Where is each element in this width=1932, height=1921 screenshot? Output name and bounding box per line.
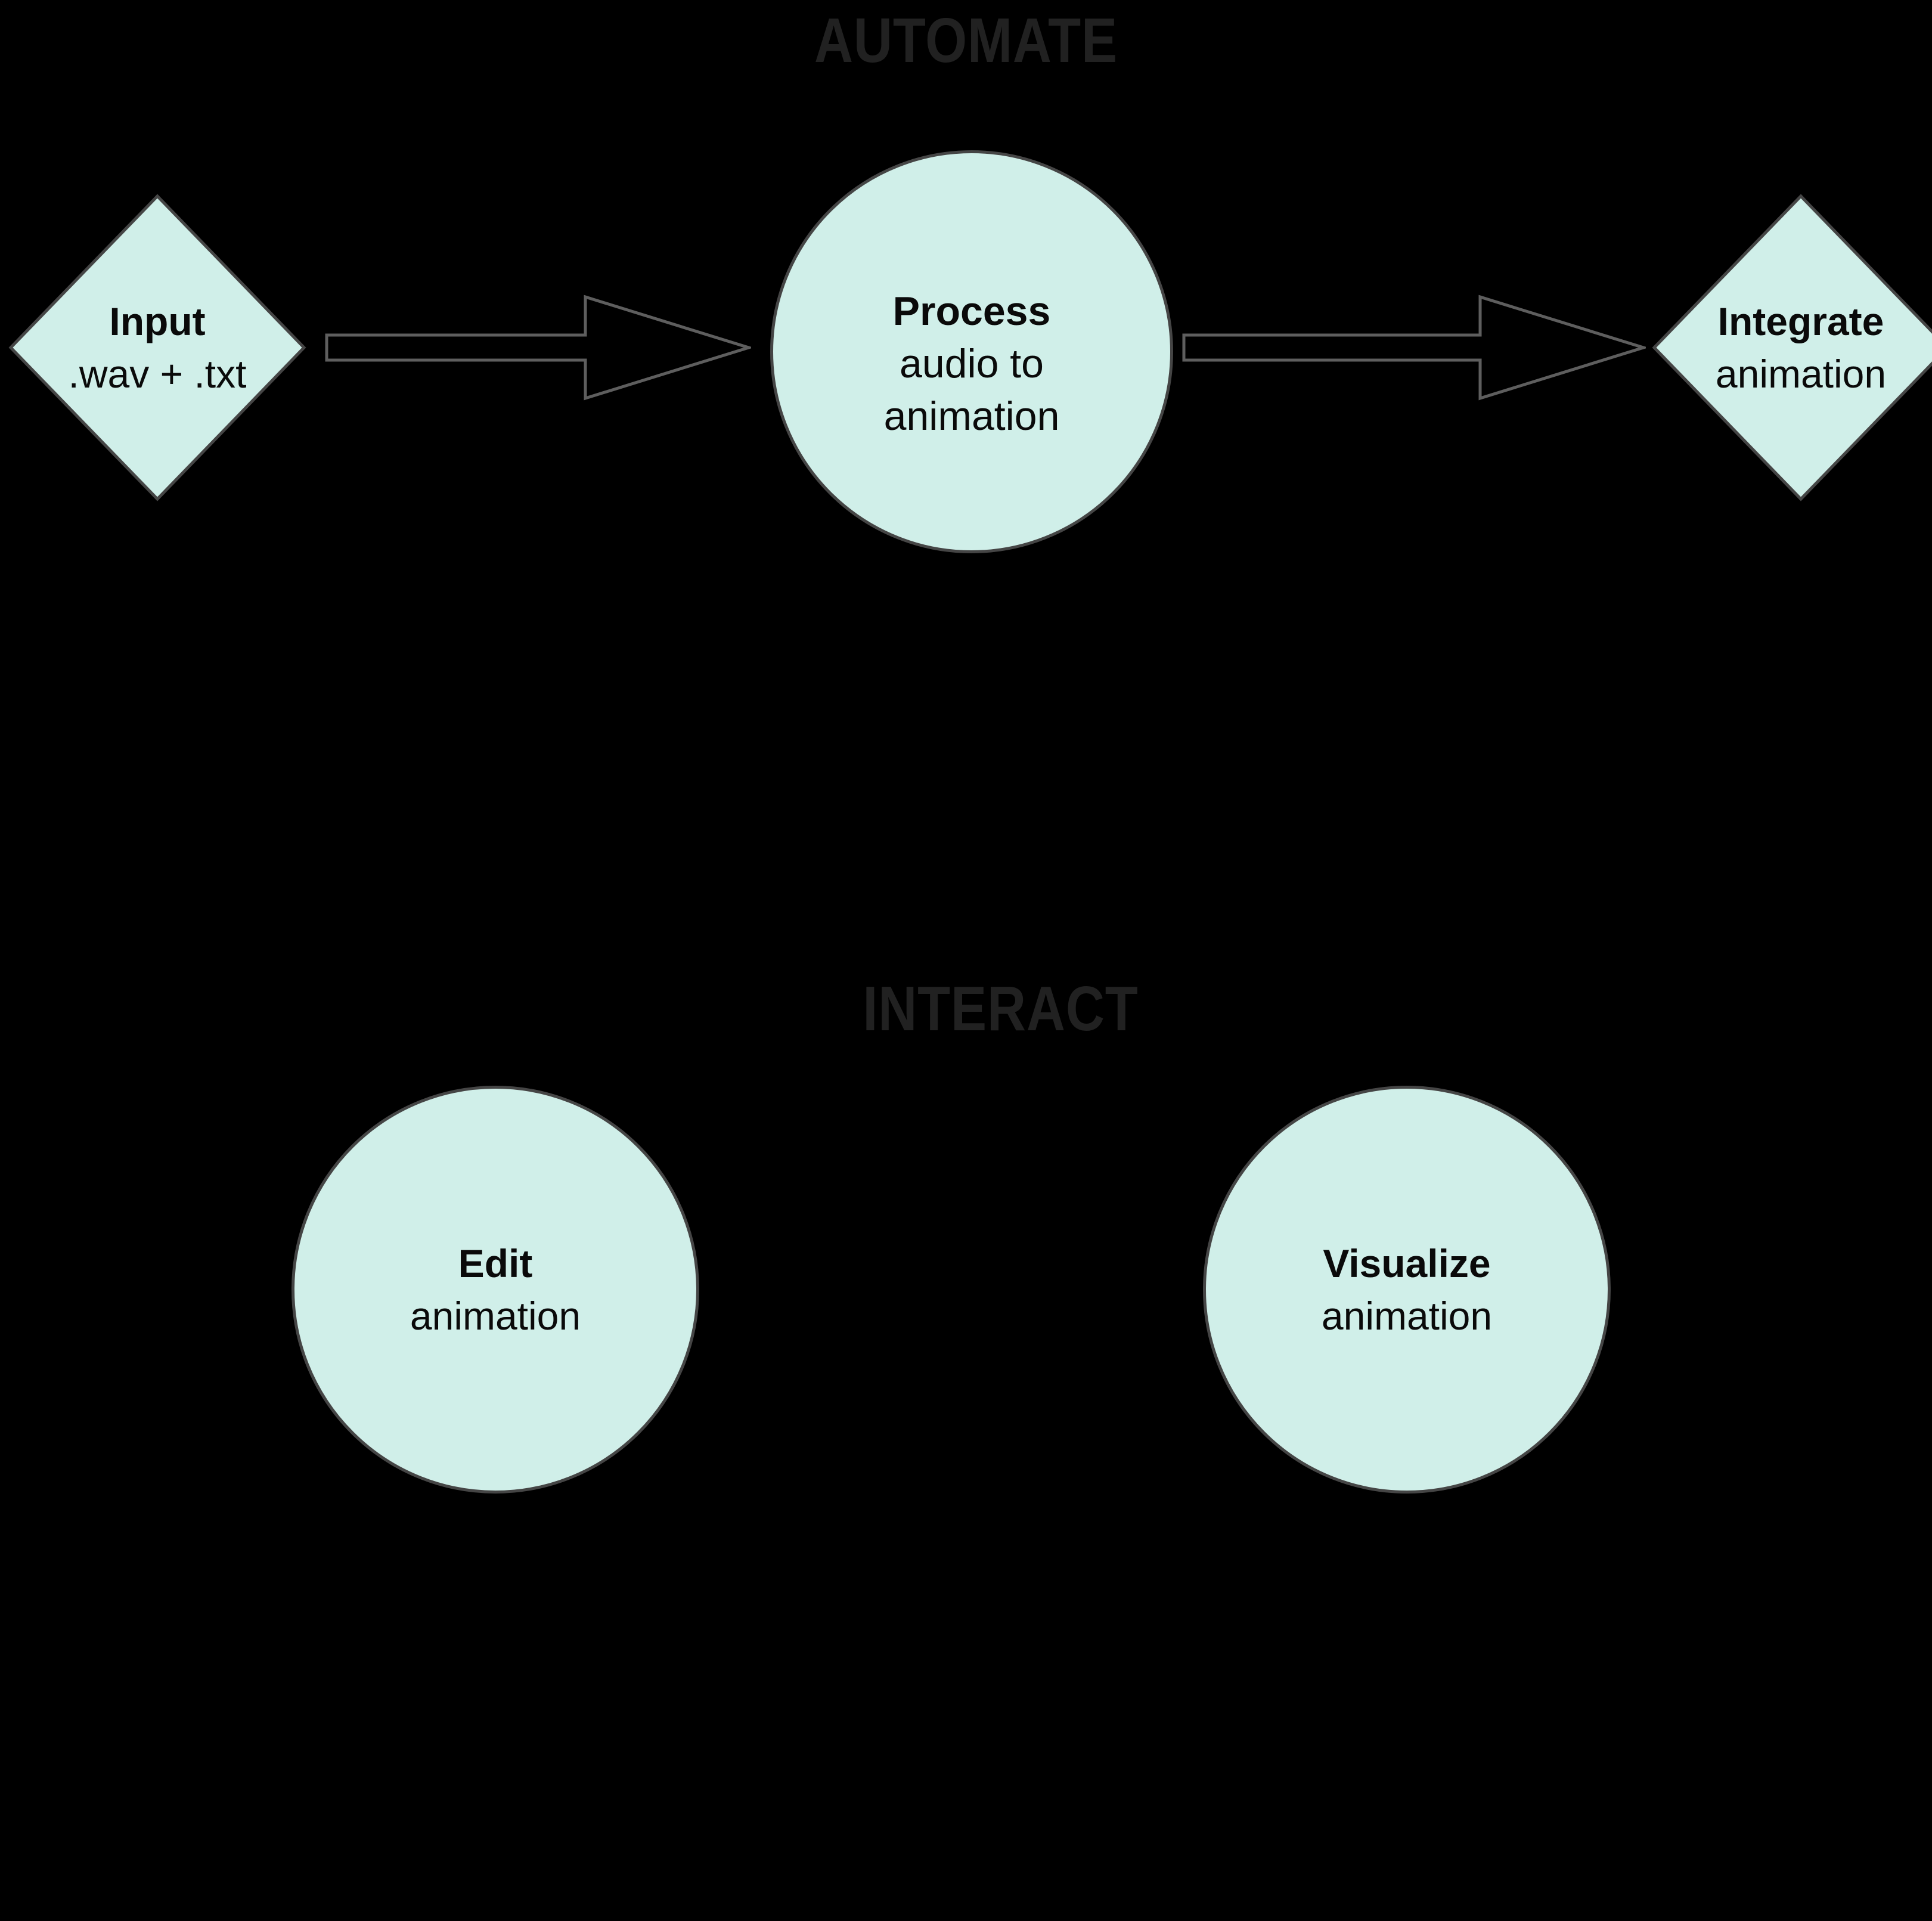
node-process-label: Process audio to animation [770,150,1173,553]
node-process-subtitle-line2: animation [883,394,1060,439]
node-visualize-title: Visualize [1323,1241,1491,1285]
node-input-label: Input .wav + .txt [8,194,306,501]
node-visualize-label: Visualize animation [1203,1086,1611,1494]
section-heading-automate: AUTOMATE [814,5,1118,76]
node-edit-title: Edit [458,1241,533,1285]
circle-shape [291,1086,699,1494]
circle-shape [770,150,1173,553]
node-integrate-title: Integrate [1717,299,1884,343]
node-input-title: Input [109,299,206,343]
node-visualize-circle: Visualize animation [1203,1086,1611,1494]
arrow-input-to-process-icon [325,295,751,401]
node-edit-circle: Edit animation [291,1086,699,1494]
node-edit-label: Edit animation [291,1086,699,1494]
node-process-circle: Process audio to animation [770,150,1173,553]
arrow-process-to-integrate-icon [1182,295,1646,401]
node-visualize-subtitle: animation [1321,1294,1493,1338]
section-heading-interact: INTERACT [863,974,1139,1044]
node-process-title: Process [892,289,1051,334]
node-integrate-label: Integrate animation [1652,194,1932,501]
node-edit-subtitle: animation [410,1294,581,1338]
node-integrate-subtitle: animation [1715,352,1887,396]
node-integrate-diamond: Integrate animation [1652,194,1932,501]
node-process-subtitle-line1: audio to [900,341,1044,386]
diamond-shape-icon [1652,194,1932,501]
diamond-shape-icon [8,194,306,501]
circle-shape [1203,1086,1611,1494]
node-input-subtitle: .wav + .txt [68,352,247,396]
node-input-diamond: Input .wav + .txt [8,194,306,501]
